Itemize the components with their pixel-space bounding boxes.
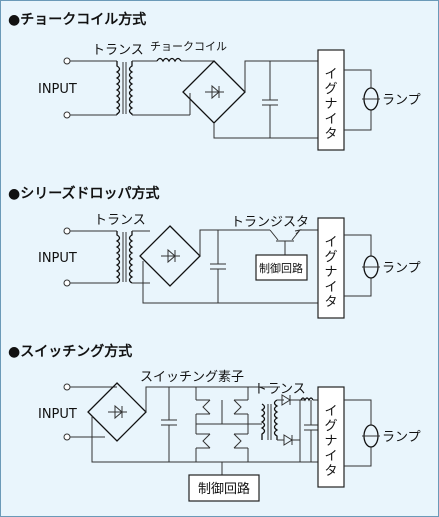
igniter-box xyxy=(317,217,345,319)
section-switching: ●スイッチング方式 INPUT スイッチング素子 トランス xyxy=(8,343,421,502)
section-title: ●スイッチング方式 xyxy=(8,343,132,360)
control-circuit-box xyxy=(188,474,260,502)
section-choke-coil: ●チョークコイル方式 INPUT トランス チョークコイル xyxy=(8,11,421,151)
igniter-label: イグナイタ xyxy=(324,67,337,142)
lamp-label: ランプ xyxy=(382,93,421,108)
capacitor-symbol xyxy=(262,61,278,138)
input-terminal xyxy=(63,111,71,119)
transformer-symbol xyxy=(260,399,279,440)
control-circuit-label: 制御回路 xyxy=(198,481,250,497)
control-circuit-box xyxy=(255,254,308,281)
bridge-rectifier xyxy=(139,225,201,287)
igniter-label: イグナイタ xyxy=(324,404,337,479)
input-terminal xyxy=(63,433,71,441)
input-label: INPUT xyxy=(38,407,77,422)
transformer-label: トランス xyxy=(92,43,144,58)
lamp-label: ランプ xyxy=(382,430,421,445)
input-label: INPUT xyxy=(38,251,77,266)
choke-coil-symbol xyxy=(156,57,182,63)
bridge-rectifier xyxy=(182,60,246,124)
choke-coil-symbol xyxy=(300,397,314,402)
diode-symbol xyxy=(277,434,300,446)
switching-element-label: スイッチング素子 xyxy=(140,370,244,385)
transformer-symbol xyxy=(115,231,134,284)
igniter-box xyxy=(317,49,345,151)
transformer-label: トランス xyxy=(254,382,306,397)
lamp-label: ランプ xyxy=(382,261,421,276)
capacitor-symbol xyxy=(304,400,318,462)
control-circuit-label: 制御回路 xyxy=(259,261,303,275)
capacitor-symbol xyxy=(161,387,177,462)
transistor-label: トランジスタ xyxy=(231,215,309,230)
transistor-symbol xyxy=(269,229,318,255)
section-title: ●シリーズドロッパ方式 xyxy=(8,185,160,202)
igniter-box xyxy=(317,386,345,488)
input-terminal xyxy=(63,279,71,287)
input-terminal xyxy=(63,383,71,391)
transformer-symbol xyxy=(115,61,134,115)
input-terminal xyxy=(63,57,71,65)
switching-bridge xyxy=(195,387,262,462)
igniter-label: イグナイタ xyxy=(324,235,337,310)
transformer-label: トランス xyxy=(94,213,146,228)
capacitor-symbol xyxy=(210,230,226,303)
section-series-dropper: ●シリーズドロッパ方式 INPUT トランス トランジスタ xyxy=(8,185,421,319)
diode-symbol xyxy=(281,394,291,406)
choke-coil-label: チョークコイル xyxy=(150,40,227,53)
section-title: ●チョークコイル方式 xyxy=(8,11,146,28)
bridge-rectifier xyxy=(87,382,147,442)
input-terminal xyxy=(63,227,71,235)
input-label: INPUT xyxy=(38,82,77,97)
